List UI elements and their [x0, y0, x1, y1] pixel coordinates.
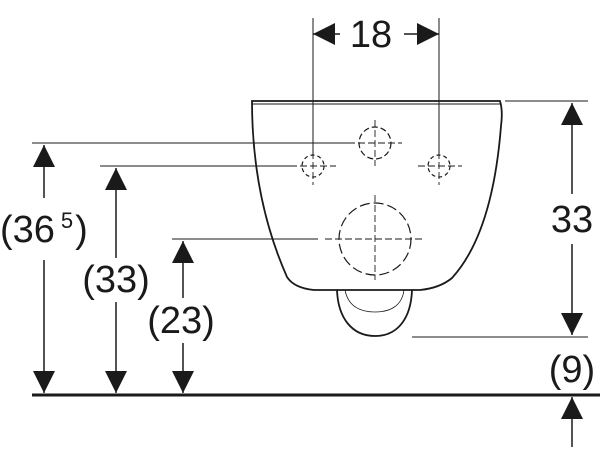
outlet-spigot	[336, 289, 413, 337]
outlet-inner-line	[344, 289, 405, 313]
dim-9-label: (9)	[549, 349, 595, 391]
toilet-bowl-outline	[251, 100, 503, 291]
extension-lines	[32, 18, 588, 338]
dim-33-label: 33	[551, 199, 593, 241]
dim-18-label: 18	[350, 14, 392, 56]
hole-centerlines	[290, 120, 462, 280]
mounting-holes	[301, 126, 451, 276]
dim-33-paren-label: (33)	[82, 259, 150, 301]
dim-23-label: (23)	[147, 300, 215, 342]
